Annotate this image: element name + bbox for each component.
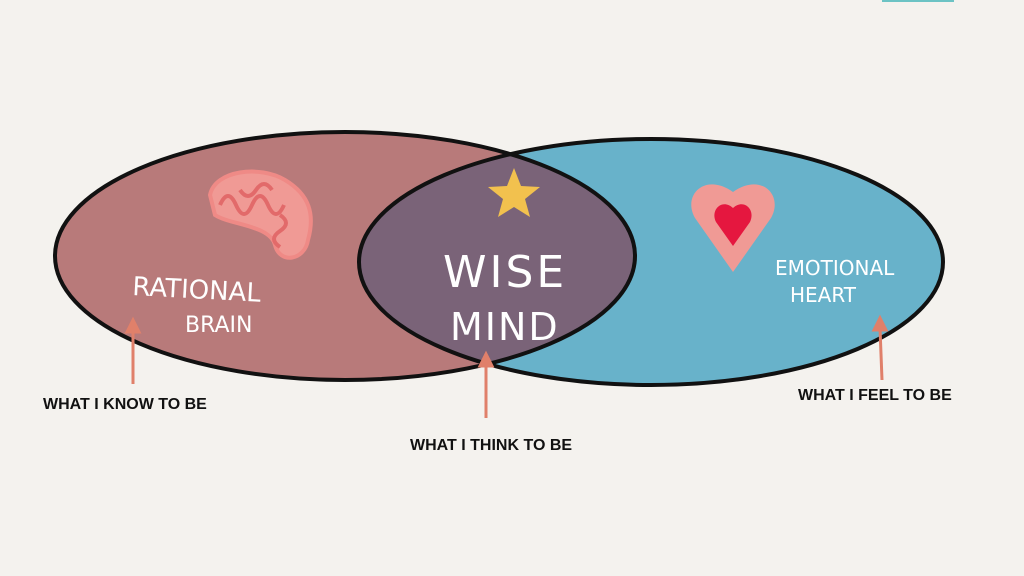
emotional-label-line1: EMOTIONAL [775, 256, 895, 280]
wise-label-line2: MIND [450, 305, 560, 349]
rational-label-line2: BRAIN [185, 313, 252, 338]
caption-know: WHAT I KNOW TO BE [43, 396, 207, 413]
arrow-feel [878, 327, 884, 381]
wise-label-line1: WISE [443, 247, 567, 298]
brain-icon [207, 169, 313, 260]
rational-label-line1: RATIONAL [132, 272, 262, 309]
emotional-label-line2: HEART [790, 283, 857, 307]
arrows [124, 314, 889, 418]
caption-feel: WHAT I FEEL TO BE [798, 387, 952, 404]
top-accent-bar [882, 0, 954, 2]
heart-icon [691, 184, 775, 272]
star-icon [488, 168, 540, 217]
caption-think: WHAT I THINK TO BE [410, 437, 573, 454]
